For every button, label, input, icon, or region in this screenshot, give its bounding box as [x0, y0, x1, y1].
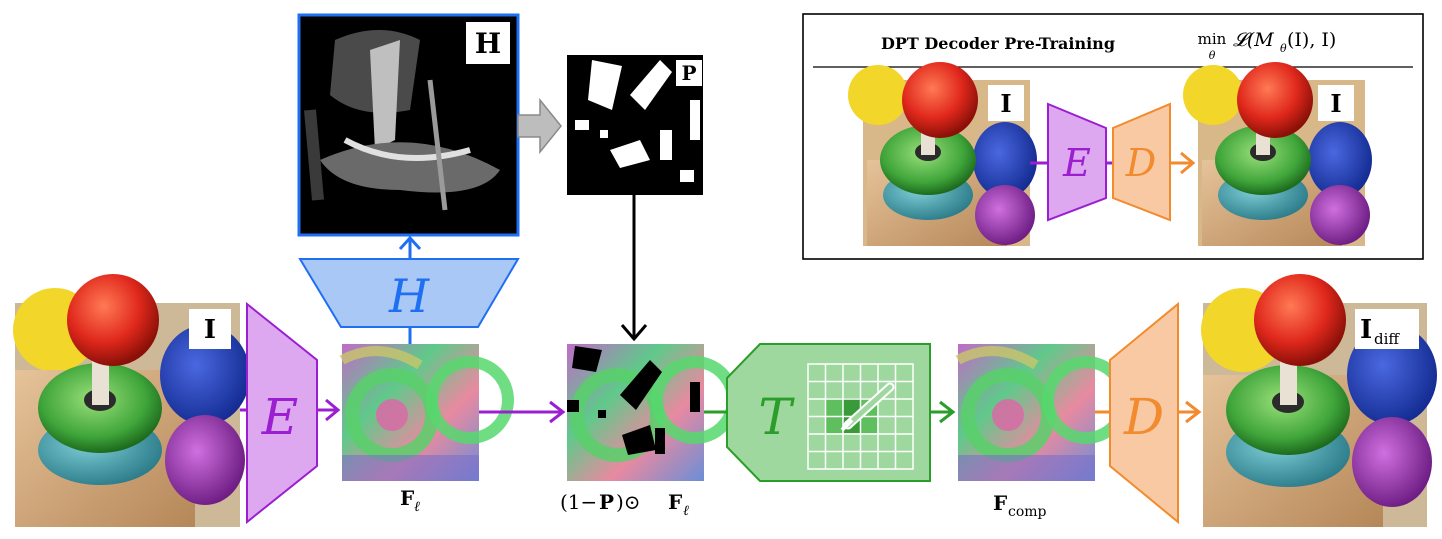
threshold-arrow [517, 97, 562, 155]
objective-loss-tail: (I), I) [1287, 29, 1336, 51]
main-encoder: E [246, 301, 318, 525]
head-label: H [388, 269, 430, 323]
comp-label-base: F [993, 491, 1007, 515]
features-label-sub: ℓ [414, 499, 420, 515]
features-map [339, 344, 514, 481]
masked-label-F: F [668, 490, 682, 514]
masked-features-map [567, 344, 739, 481]
arrow-transformer-comp [930, 400, 956, 424]
heatmap-image: H [297, 13, 520, 237]
arrow-features-masked [479, 400, 566, 424]
inset-encoder-label: E [1062, 141, 1091, 185]
mask-image: P [567, 55, 703, 195]
output-image-tag-sub: diff [1374, 330, 1400, 348]
inset-output-tag: I [1330, 89, 1341, 118]
main-decoder: D [1109, 301, 1179, 525]
masked-features-label: (1− P )⊙ F ℓ [560, 490, 689, 519]
heatmap-tag: H [475, 27, 501, 60]
input-image-tag: I [204, 315, 216, 345]
masked-label-sub: ℓ [683, 503, 689, 519]
masked-label-prefix: (1− [560, 490, 597, 514]
inset-input-image: I [848, 62, 1037, 246]
objective-min: min [1198, 30, 1227, 48]
inset-output-arrow [1170, 151, 1196, 175]
composite-features-label: F comp [993, 491, 1047, 520]
main-decoder-label: D [1123, 388, 1164, 446]
objective-loss-sub: θ [1280, 42, 1287, 55]
objective-loss: 𝓛(M [1233, 29, 1274, 51]
inset-objective: min θ 𝓛(M θ (I), I) [1198, 29, 1337, 62]
masked-label-mid: )⊙ [616, 490, 641, 514]
inset-decoder-label: D [1125, 141, 1156, 185]
features-label: F ℓ [400, 486, 420, 515]
arrow-encoder-features [317, 398, 341, 422]
inset-encoder: E [1047, 102, 1107, 222]
arrow-mask-masked [620, 195, 648, 342]
inset-input-tag: I [1000, 89, 1011, 118]
output-image-tag-base: I [1360, 315, 1372, 345]
pretraining-inset: DPT Decoder Pre-Training min θ 𝓛(M θ (I)… [802, 13, 1424, 260]
comp-label-sub: comp [1008, 504, 1047, 520]
inset-title: DPT Decoder Pre-Training [881, 34, 1115, 53]
transformer-label: T [758, 388, 795, 446]
objective-min-sub: θ [1209, 49, 1216, 62]
head-module: H [298, 258, 520, 328]
transformer-module: T [726, 343, 931, 482]
features-label-base: F [400, 486, 414, 510]
inset-output-image: I [1183, 62, 1372, 246]
inset-decoder: D [1112, 102, 1171, 222]
input-image: I [13, 274, 250, 527]
arrow-decoder-output [1178, 400, 1202, 424]
arrow-head-heatmap [398, 235, 422, 259]
composite-features-map [955, 344, 1130, 481]
output-image: I diff [1201, 274, 1437, 527]
main-encoder-label: E [261, 388, 299, 446]
token-grid-icon [807, 363, 914, 470]
mask-tag: P [681, 61, 696, 85]
masked-label-P: P [599, 490, 614, 514]
